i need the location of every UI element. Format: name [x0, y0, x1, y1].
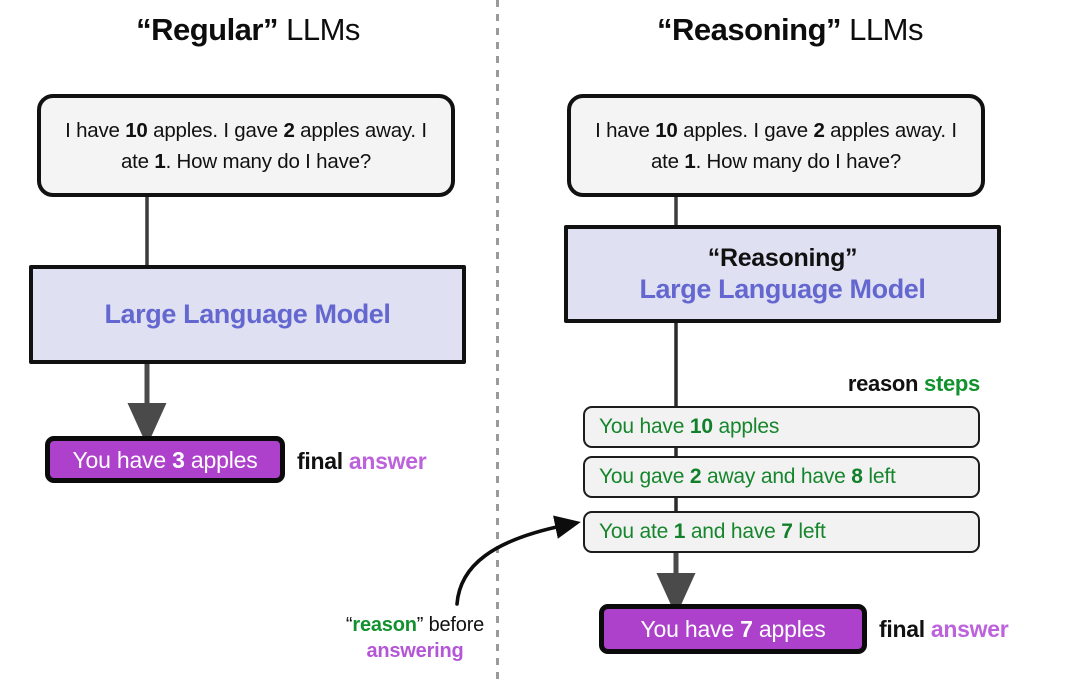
column-title-quoted: “Reasoning” [657, 12, 842, 47]
prompt-box-regular: I have 10 apples. I gave 2 apples away. … [37, 94, 455, 197]
caption-word-answer: answer [930, 616, 1009, 642]
column-title-plain: LLMs [849, 12, 923, 47]
reason-steps-word-steps: steps [924, 371, 980, 396]
caption-word-final: final [297, 448, 343, 474]
step-text: You ate [599, 520, 674, 543]
final-answer-pill-reasoning: You have 7 apples [599, 604, 867, 654]
annotation-reason-before-answering: “reason” before answering [300, 612, 530, 664]
reason-steps-word-reason: reason [847, 371, 919, 396]
step-number: 8 [851, 465, 863, 488]
step-number: 1 [673, 520, 686, 543]
prompt-text: I have [65, 118, 126, 142]
model-box-reasoning: “Reasoning” Large Language Model [564, 225, 1001, 323]
prompt-text: I have [595, 118, 656, 142]
caption-word-answer: answer [348, 448, 427, 474]
prompt-number-10: 10 [655, 118, 678, 142]
model-box-label: Large Language Model [639, 273, 926, 304]
prompt-number-1: 1 [154, 149, 166, 173]
step-number: 10 [689, 415, 713, 438]
reasoning-step-3: You ate 1 and have 7 left [583, 511, 980, 553]
step-text: left [792, 520, 826, 543]
prompt-text: apples. I gave [677, 118, 814, 142]
prompt-box-reasoning: I have 10 apples. I gave 2 apples away. … [567, 94, 985, 197]
annotation-word-before: ” before [416, 614, 485, 636]
column-title-plain: LLMs [286, 12, 360, 47]
prompt-text: apples [824, 118, 890, 142]
answer-suffix: apples [184, 446, 258, 473]
annotation-line-1: “reason” before [300, 612, 530, 638]
step-text: You have [599, 415, 690, 438]
step-number: 2 [689, 465, 702, 488]
reasoning-step-2: You gave 2 away and have 8 left [583, 456, 980, 498]
prompt-number-2: 2 [813, 118, 825, 142]
prompt-text: away. I ate [120, 118, 427, 173]
prompt-number-10: 10 [125, 118, 148, 142]
answer-number: 3 [172, 446, 185, 473]
answer-prefix: You have [72, 446, 173, 473]
prompt-text: away. I ate [650, 118, 957, 173]
column-title-reasoning: “Reasoning” LLMs [500, 12, 1080, 48]
step-text: You gave [599, 465, 690, 488]
step-number: 7 [781, 520, 793, 543]
annotation-word-reason: reason [352, 614, 417, 636]
annotation-open-quote: “ [345, 614, 353, 636]
caption-word-final: final [879, 616, 925, 642]
reasoning-step-1: You have 10 apples [583, 406, 980, 448]
answer-suffix: apples [752, 616, 826, 642]
answer-number: 7 [740, 616, 753, 642]
step-text: left [862, 465, 896, 488]
model-box-label: Large Language Model [104, 299, 391, 329]
column-divider [496, 0, 499, 686]
prompt-number-1: 1 [684, 149, 696, 173]
step-text: away and have [701, 465, 852, 488]
prompt-text: . How many do I have? [695, 149, 902, 173]
column-title-quoted: “Regular” [136, 12, 278, 47]
final-answer-caption-regular: final answer [297, 447, 427, 475]
answer-prefix: You have [640, 616, 741, 642]
final-answer-pill-regular: You have 3 apples [45, 436, 285, 483]
final-answer-caption-reasoning: final answer [879, 615, 1009, 643]
prompt-text: apples [294, 118, 360, 142]
column-title-regular: “Regular” LLMs [0, 12, 496, 48]
prompt-number-2: 2 [283, 118, 295, 142]
step-text: and have [685, 520, 782, 543]
step-text: apples [712, 415, 780, 438]
model-box-regular: Large Language Model [29, 265, 466, 364]
prompt-text: apples. I gave [147, 118, 284, 142]
model-box-kicker: “Reasoning” [707, 243, 858, 272]
reason-steps-label: reason steps [700, 370, 980, 397]
annotation-word-answering: answering [366, 640, 464, 662]
prompt-text: . How many do I have? [165, 149, 372, 173]
